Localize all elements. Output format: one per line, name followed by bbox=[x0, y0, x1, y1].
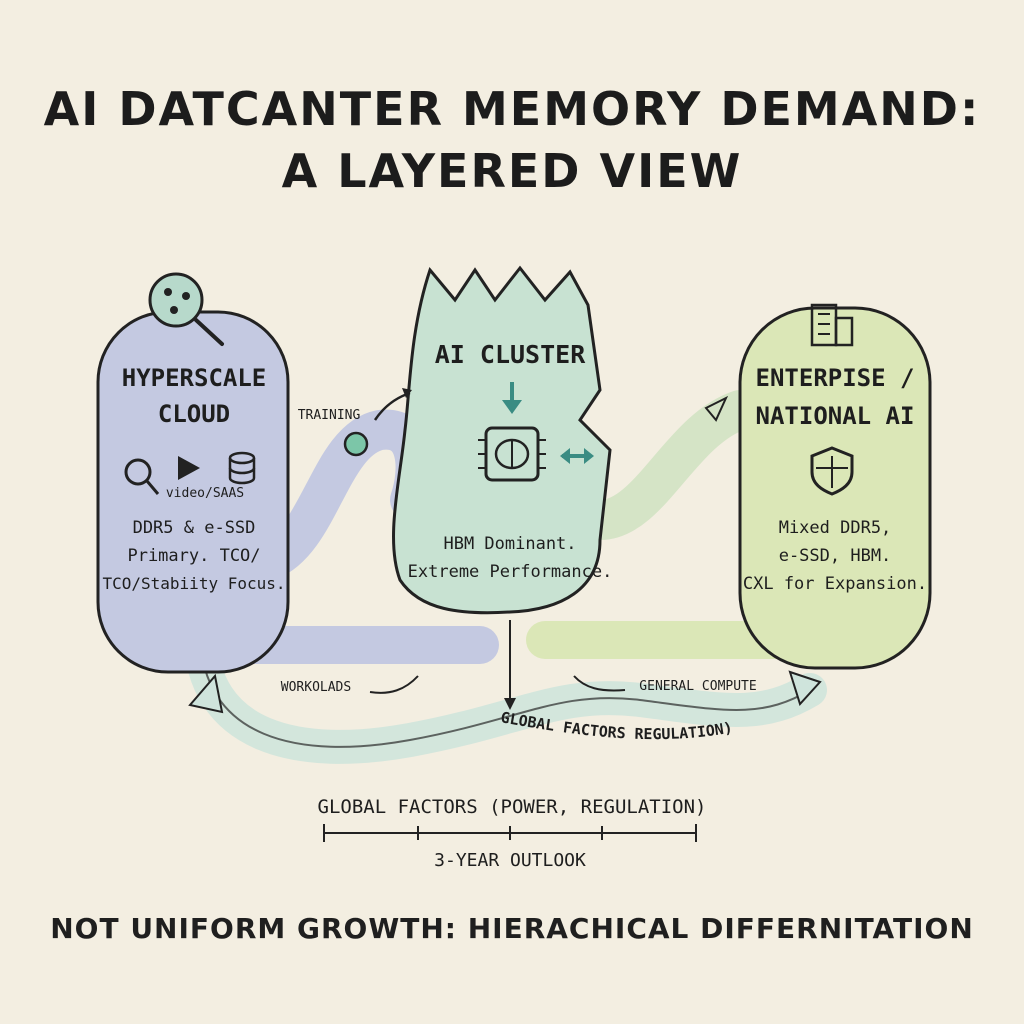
enterprise-flow-band bbox=[580, 390, 760, 540]
general-compute-label: GENERAL COMPUTE bbox=[639, 679, 757, 694]
right-loop-arrowhead bbox=[788, 670, 822, 706]
workloads-arrow bbox=[369, 675, 419, 694]
bottom-loop-outline bbox=[199, 629, 811, 748]
brain-chip-icon bbox=[478, 426, 546, 482]
enterprise-desc-2: e-SSD, HBM. bbox=[778, 546, 892, 566]
connector-icon bbox=[343, 431, 369, 457]
cluster-desc-2: Extreme Performance. bbox=[407, 562, 613, 582]
down-arrow-icon bbox=[502, 382, 522, 414]
enterprise-desc-3: CXL for Expansion. bbox=[742, 574, 928, 594]
search-icon bbox=[124, 458, 160, 495]
database-icon bbox=[228, 451, 256, 485]
footer-caption: NOT UNIFORM GROWTH: HIERACHICAL DIFFERNI… bbox=[50, 912, 974, 945]
title-line-2: A LAYERED VIEW bbox=[281, 144, 743, 198]
cluster-title: AI CLUSTER bbox=[434, 340, 586, 369]
training-arrowhead bbox=[402, 388, 412, 398]
enterprise-arrowhead bbox=[704, 395, 729, 422]
training-label: TRAINING bbox=[297, 408, 361, 423]
double-arrow-icon bbox=[560, 448, 594, 464]
play-icon bbox=[178, 456, 200, 480]
workloads-label: WORKOLADS bbox=[280, 680, 352, 695]
enterprise-blob bbox=[738, 306, 932, 670]
enterprise-title-1: ENTERPISE / bbox=[755, 364, 915, 392]
title-line-1: AI DATCANTER MEMORY DEMAND: bbox=[43, 82, 981, 136]
cluster-blob bbox=[392, 265, 612, 615]
hyperscale-desc-1: DDR5 & e-SSD bbox=[132, 518, 256, 538]
hyperscale-desc-3: TCO/Stabiity Focus. bbox=[102, 574, 286, 593]
building-icon bbox=[810, 303, 854, 347]
center-down-arrowhead bbox=[504, 698, 516, 710]
left-loop-arrowhead bbox=[188, 673, 224, 714]
hyperscale-title-2: CLOUD bbox=[157, 400, 231, 428]
network-search-icon bbox=[148, 272, 224, 346]
timeline-ruler bbox=[323, 824, 697, 842]
shield-icon bbox=[810, 446, 854, 496]
general-compute-arrow bbox=[573, 675, 626, 692]
enterprise-title-2: NATIONAL AI bbox=[755, 402, 915, 430]
cluster-desc-1: HBM Dominant. bbox=[443, 534, 577, 554]
enterprise-desc-1: Mixed DDR5, bbox=[778, 518, 892, 538]
timeline-label: GLOBAL FACTORS (POWER, REGULATION) bbox=[317, 796, 707, 818]
hyperscale-desc-2: Primary. TCO/ bbox=[127, 546, 261, 566]
hyperscale-title-1: HYPERSCALE bbox=[121, 364, 267, 392]
timeline-outlook: 3-YEAR OUTLOOK bbox=[434, 850, 586, 871]
hyperscale-icon-caption: video/SAAS bbox=[165, 486, 245, 501]
